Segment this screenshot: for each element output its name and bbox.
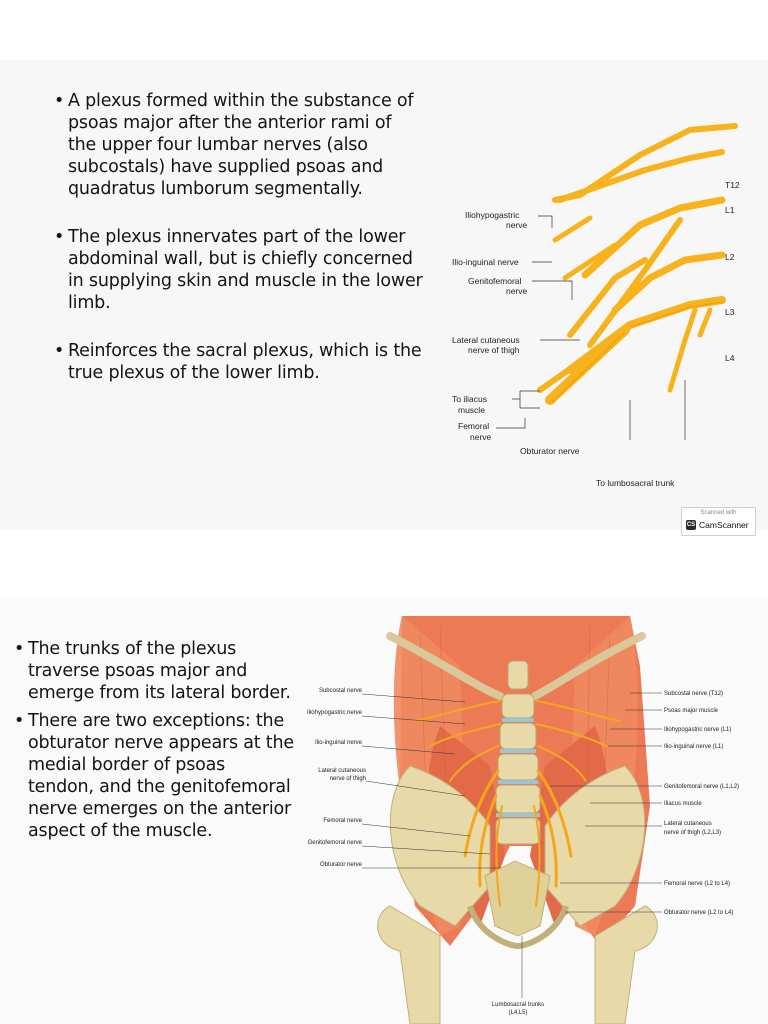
anatomy-label: Iliohypogastric nerve: [307, 710, 363, 716]
anatomy-label: Lumbosacral trunks: [492, 1002, 544, 1008]
anatomy-label: Ilio-inguinal nerve (L1): [664, 744, 723, 750]
slide-lumbar-plexus-formation: A plexus formed within the substance of …: [0, 60, 768, 530]
anatomy-label: Obturator nerve (L2 to L4): [664, 910, 733, 916]
bullet-list: The trunks of the plexus traverse psoas …: [14, 638, 294, 848]
anatomy-label: nerve of thigh (L2,L3): [664, 830, 721, 836]
anatomy-label: Obturator nerve: [320, 862, 363, 868]
femoral-label: nerve: [470, 432, 492, 440]
anatomy-label: nerve of thigh: [330, 776, 366, 782]
camscanner-badge: Scanned with CS CamScanner: [681, 507, 756, 536]
bullet-item: A plexus formed within the substance of …: [54, 90, 424, 200]
anatomy-label: Psoas major muscle: [664, 708, 719, 714]
posterior-abdominal-wall-illustration: Subcostal nerve Iliohypogastric nerve Il…: [307, 616, 739, 1024]
bullet-item: There are two exceptions: the obturator …: [14, 710, 294, 842]
genitofemoral-label: Genitofemoral: [468, 276, 521, 286]
bullet-list: A plexus formed within the substance of …: [54, 90, 424, 410]
lumbar-plexus-diagram-lower: Obturator nerve To lumbosacral trunk: [520, 446, 675, 488]
leader-lines: [496, 215, 686, 440]
nerve-roots: [537, 123, 738, 405]
genitofemoral-label: nerve: [506, 286, 528, 296]
level-label: L3: [725, 307, 735, 317]
bullet-item: Reinforces the sacral plexus, which is t…: [54, 340, 424, 384]
anatomy-label: Iliacus muscle: [664, 801, 702, 807]
level-label: T12: [725, 180, 740, 190]
lateral-cutaneous-label: nerve of thigh: [468, 345, 520, 355]
anatomy-label: Iliohypogastric nerve (L1): [664, 727, 731, 733]
lumbar-nerves: [414, 700, 621, 907]
anatomy-label: Genitofemoral nerve (L1,L2): [664, 784, 739, 790]
level-label: L2: [725, 252, 735, 262]
anatomy-label: Lateral cutaneous: [664, 821, 712, 827]
anatomy-label: Genitofemoral nerve: [308, 840, 363, 846]
slide-psoas-relations: The trunks of the plexus traverse psoas …: [0, 598, 768, 1024]
pelvis-bones: [377, 765, 658, 1024]
iliohypogastric-label: nerve: [506, 220, 528, 230]
bullet-item: The plexus innervates part of the lower …: [54, 226, 424, 314]
lumbosacral-label: To lumbosacral trunk: [596, 478, 675, 488]
scanned-with-text: Scanned with: [700, 510, 737, 516]
anatomy-label: Femoral nerve: [323, 818, 362, 824]
lumbar-plexus-diagram: T12 L1 L2 L3 L4 Iliohypogastric nerve Il…: [452, 123, 740, 440]
ilioinguinal-label: Ilio-inguinal nerve: [452, 257, 519, 267]
bullet-item: The trunks of the plexus traverse psoas …: [14, 638, 294, 704]
anatomy-label: Femoral nerve (L2 to L4): [664, 881, 730, 887]
iliacus-label: To iliacus: [452, 394, 487, 404]
camscanner-name: CamScanner: [699, 520, 749, 530]
camscanner-logo-icon: CS: [686, 520, 696, 530]
lateral-cutaneous-label: Lateral cutaneous: [452, 335, 520, 345]
anatomy-label: Subcostal nerve: [319, 688, 363, 694]
anatomy-label: Ilio-inguinal nerve: [315, 740, 363, 746]
vertebral-column: [495, 660, 541, 845]
femoral-label: Femoral: [458, 421, 489, 431]
obturator-label: Obturator nerve: [520, 446, 580, 456]
iliohypogastric-label: Iliohypogastric: [465, 210, 520, 220]
iliacus-label: muscle: [458, 405, 485, 415]
anatomy-label: Lateral cutaneous: [318, 768, 366, 774]
level-label: L1: [725, 205, 735, 215]
level-label: L4: [725, 353, 735, 363]
anatomy-label: Subcostal nerve (T12): [664, 691, 723, 697]
anatomy-label: (L4,L5): [508, 1010, 527, 1016]
